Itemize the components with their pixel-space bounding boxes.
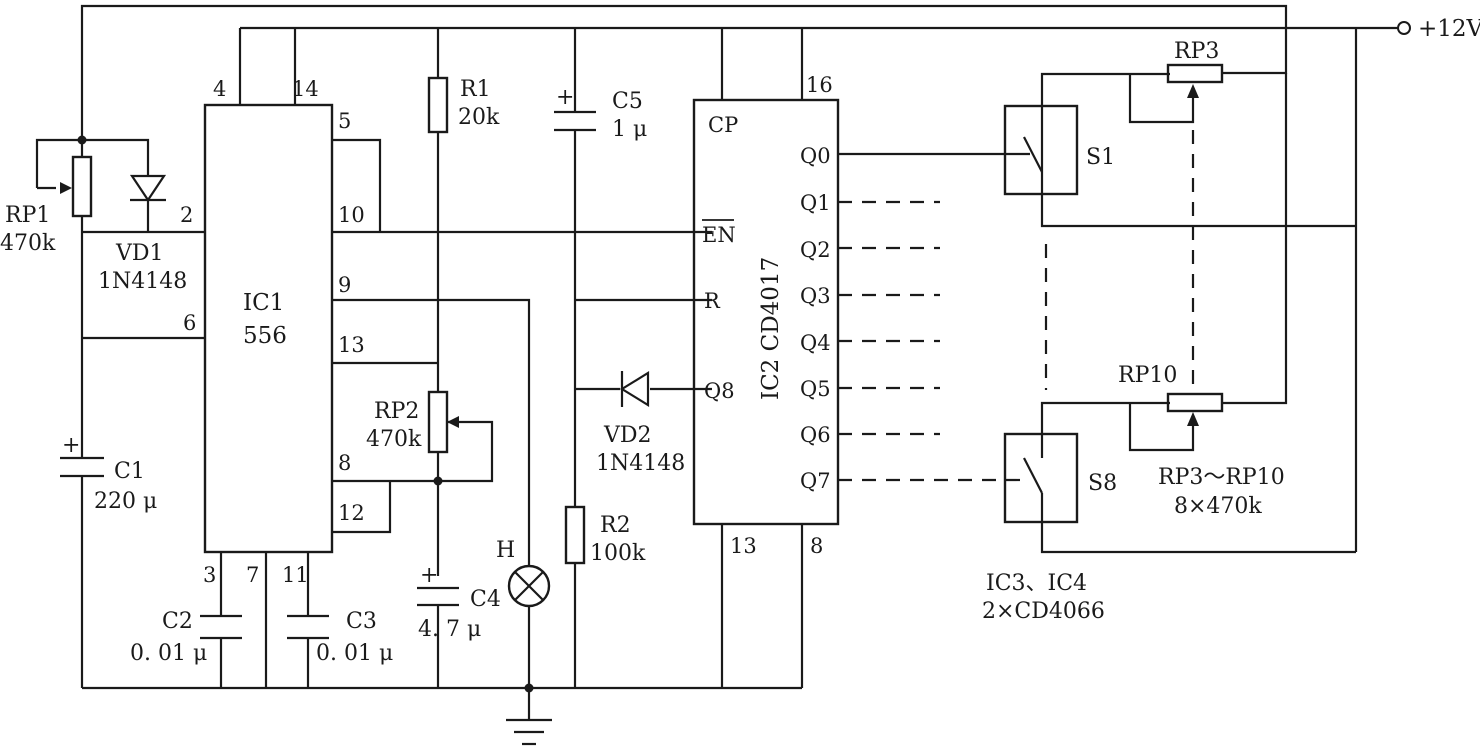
- ic34-note: IC3、IC4 2×CD4066: [982, 571, 1105, 624]
- c5-name: C5: [612, 89, 643, 114]
- c5-capacitor: + C5 1 μ: [554, 85, 647, 142]
- rp1-potentiometer: RP1 470k: [0, 155, 93, 256]
- ic1-pin-10: 10: [338, 203, 365, 227]
- s1-switch: S1: [1003, 104, 1115, 196]
- ic1-pin-9: 9: [338, 273, 351, 297]
- r1-value: 20k: [458, 105, 500, 130]
- junction-dots: [77, 135, 534, 693]
- ic1-pin-13: 13: [338, 333, 365, 357]
- rp2-value: 470k: [366, 427, 422, 452]
- c4-name: C4: [470, 587, 501, 612]
- c1-value: 220 μ: [94, 489, 157, 514]
- ic2-pin-13: 13: [730, 534, 757, 558]
- vd1-name: VD1: [115, 241, 164, 266]
- rp1-value: 470k: [0, 231, 56, 256]
- vd1-value: 1N4148: [98, 269, 187, 294]
- c4-capacitor: + C4 4. 7 μ: [417, 563, 501, 642]
- ic1-pin-4: 4: [213, 77, 226, 101]
- rp10-potentiometer: RP10: [1118, 363, 1224, 426]
- ic1-pin-14: 14: [292, 77, 319, 101]
- ic2-pin-q8: Q8: [704, 379, 735, 403]
- supply-label: +12V: [1418, 16, 1480, 42]
- ic2-pin-q3: Q3: [800, 284, 831, 308]
- c4-value: 4. 7 μ: [418, 617, 481, 642]
- ic34-note-line1: IC3、IC4: [986, 571, 1087, 596]
- r2-resistor: R2 100k: [564, 505, 646, 566]
- ic1-name: IC1: [243, 290, 284, 316]
- r1-name: R1: [460, 77, 491, 102]
- ic2-pin-16: 16: [806, 73, 833, 97]
- c2-capacitor: C2 0. 01 μ: [130, 609, 242, 666]
- rp1-name: RP1: [5, 203, 50, 228]
- rp3-name: RP3: [1174, 39, 1219, 64]
- c2-name: C2: [162, 609, 193, 634]
- ic1-pin-11: 11: [282, 563, 309, 587]
- ic1-part: 556: [243, 323, 287, 349]
- rp3-potentiometer: RP3: [1166, 39, 1224, 98]
- c3-capacitor: C3 0. 01 μ: [287, 609, 393, 666]
- c1-plus: +: [62, 433, 80, 458]
- c2-value: 0. 01 μ: [130, 641, 207, 666]
- ic2-pin-8: 8: [810, 534, 823, 558]
- ic2-pin-r: R: [704, 289, 721, 313]
- rp10-name: RP10: [1118, 363, 1177, 388]
- lamp-name: H: [496, 538, 515, 563]
- r1-resistor: R1 20k: [427, 76, 500, 134]
- rp-note-line1: RP3～RP10: [1158, 465, 1285, 490]
- ic2-pin-q5: Q5: [800, 377, 831, 401]
- ic1-556-chip: IC1 556 4 14 5 2 10 9 6 13 8 12 3 7 11: [180, 77, 365, 587]
- ic2-pin-q1: Q1: [800, 191, 831, 215]
- ic34-note-line2: 2×CD4066: [982, 599, 1105, 624]
- c3-value: 0. 01 μ: [316, 641, 393, 666]
- ic2-pin-q2: Q2: [800, 238, 831, 262]
- ic1-pin-6: 6: [183, 311, 196, 335]
- ic1-pin-5: 5: [338, 109, 351, 133]
- vd2-diode: VD2 1N4148: [596, 371, 685, 476]
- ic1-pin-2: 2: [180, 203, 193, 227]
- r2-name: R2: [600, 513, 631, 538]
- c5-value: 1 μ: [612, 117, 647, 142]
- c3-name: C3: [346, 609, 377, 634]
- ic1-pin-3: 3: [203, 563, 216, 587]
- ic2-name: IC2 CD4017: [758, 257, 784, 400]
- ic2-pin-q4: Q4: [800, 331, 831, 355]
- ic2-pin-q0: Q0: [800, 144, 831, 168]
- supply-terminal: +12V: [1397, 16, 1480, 42]
- vd2-value: 1N4148: [596, 451, 685, 476]
- c1-name: C1: [114, 459, 145, 484]
- c5-plus: +: [556, 85, 574, 110]
- ic2-pin-en: EN: [702, 223, 736, 247]
- r2-value: 100k: [590, 541, 646, 566]
- wires: [35, 4, 1398, 746]
- ic1-pin-8: 8: [338, 451, 351, 475]
- ic2-cd4017-chip: IC2 CD4017 16 13 8 CP EN R Q8 Q0 Q1 Q2 Q…: [692, 73, 840, 558]
- rp-note: RP3～RP10 8×470k: [1158, 465, 1285, 519]
- s1-name: S1: [1086, 145, 1115, 170]
- lamp-h: H: [496, 538, 551, 608]
- c1-capacitor: + C1 220 μ: [60, 433, 157, 514]
- ic2-pin-q6: Q6: [800, 423, 831, 447]
- s8-name: S8: [1088, 471, 1117, 496]
- rp2-name: RP2: [374, 399, 419, 424]
- vd2-name: VD2: [603, 423, 652, 448]
- ic1-pin-12: 12: [338, 501, 365, 525]
- vd1-diode: VD1 1N4148: [98, 174, 187, 294]
- s8-switch: S8: [1003, 432, 1117, 524]
- c4-plus: +: [420, 563, 438, 588]
- ic2-pin-q7: Q7: [800, 469, 831, 493]
- dashed-links: [838, 130, 1195, 482]
- ic1-pin-7: 7: [246, 563, 259, 587]
- rp2-potentiometer: RP2 470k: [366, 390, 459, 454]
- ic2-pin-cp: CP: [708, 113, 738, 137]
- rp-note-line2: 8×470k: [1174, 494, 1262, 519]
